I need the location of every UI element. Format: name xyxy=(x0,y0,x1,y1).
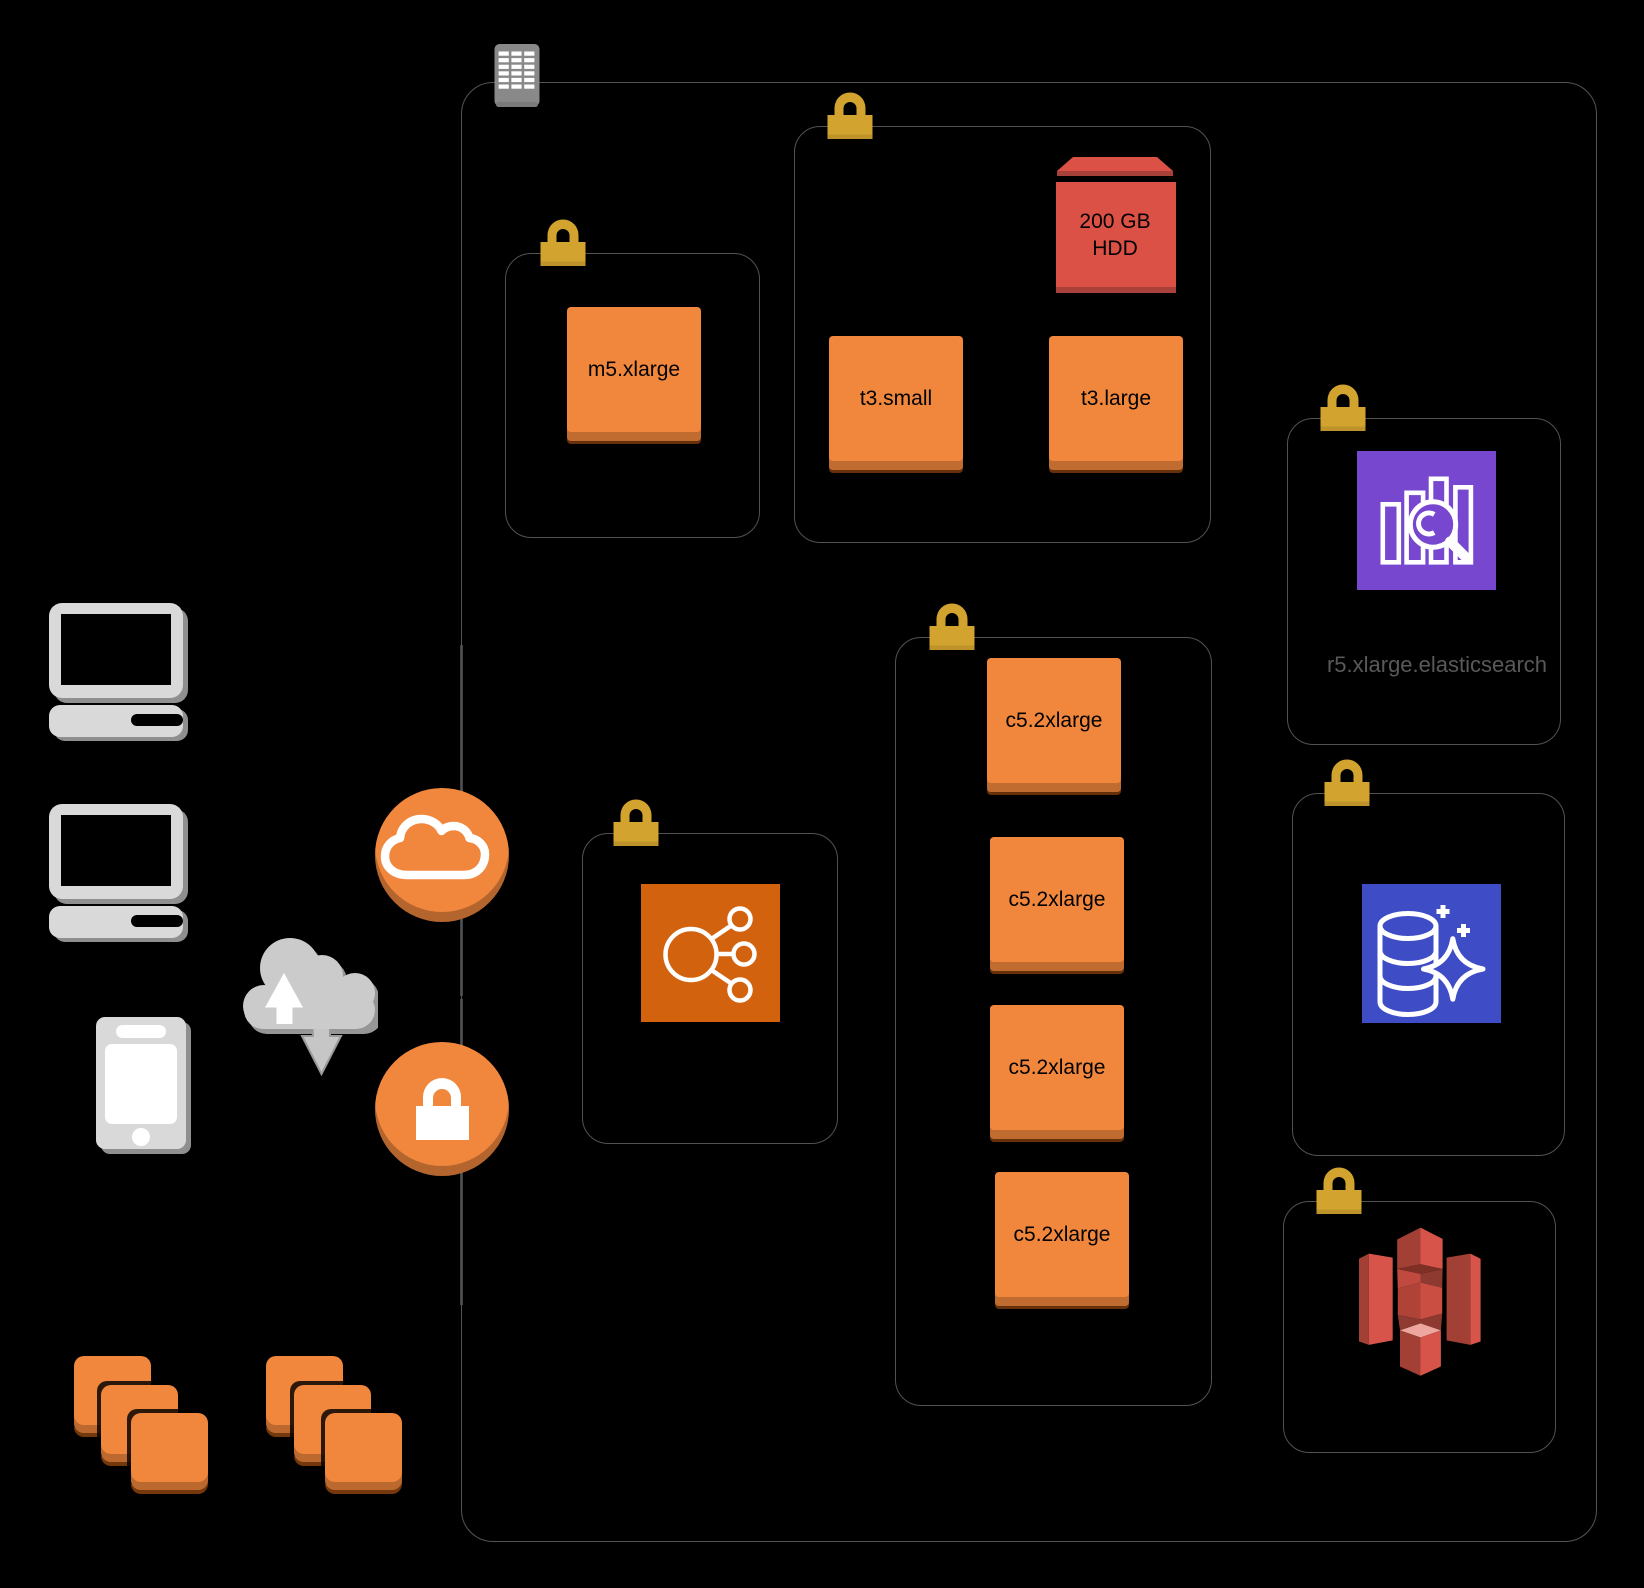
svg-text:200 GB: 200 GB xyxy=(1079,210,1150,233)
svg-text:HDD: HDD xyxy=(1092,237,1138,260)
